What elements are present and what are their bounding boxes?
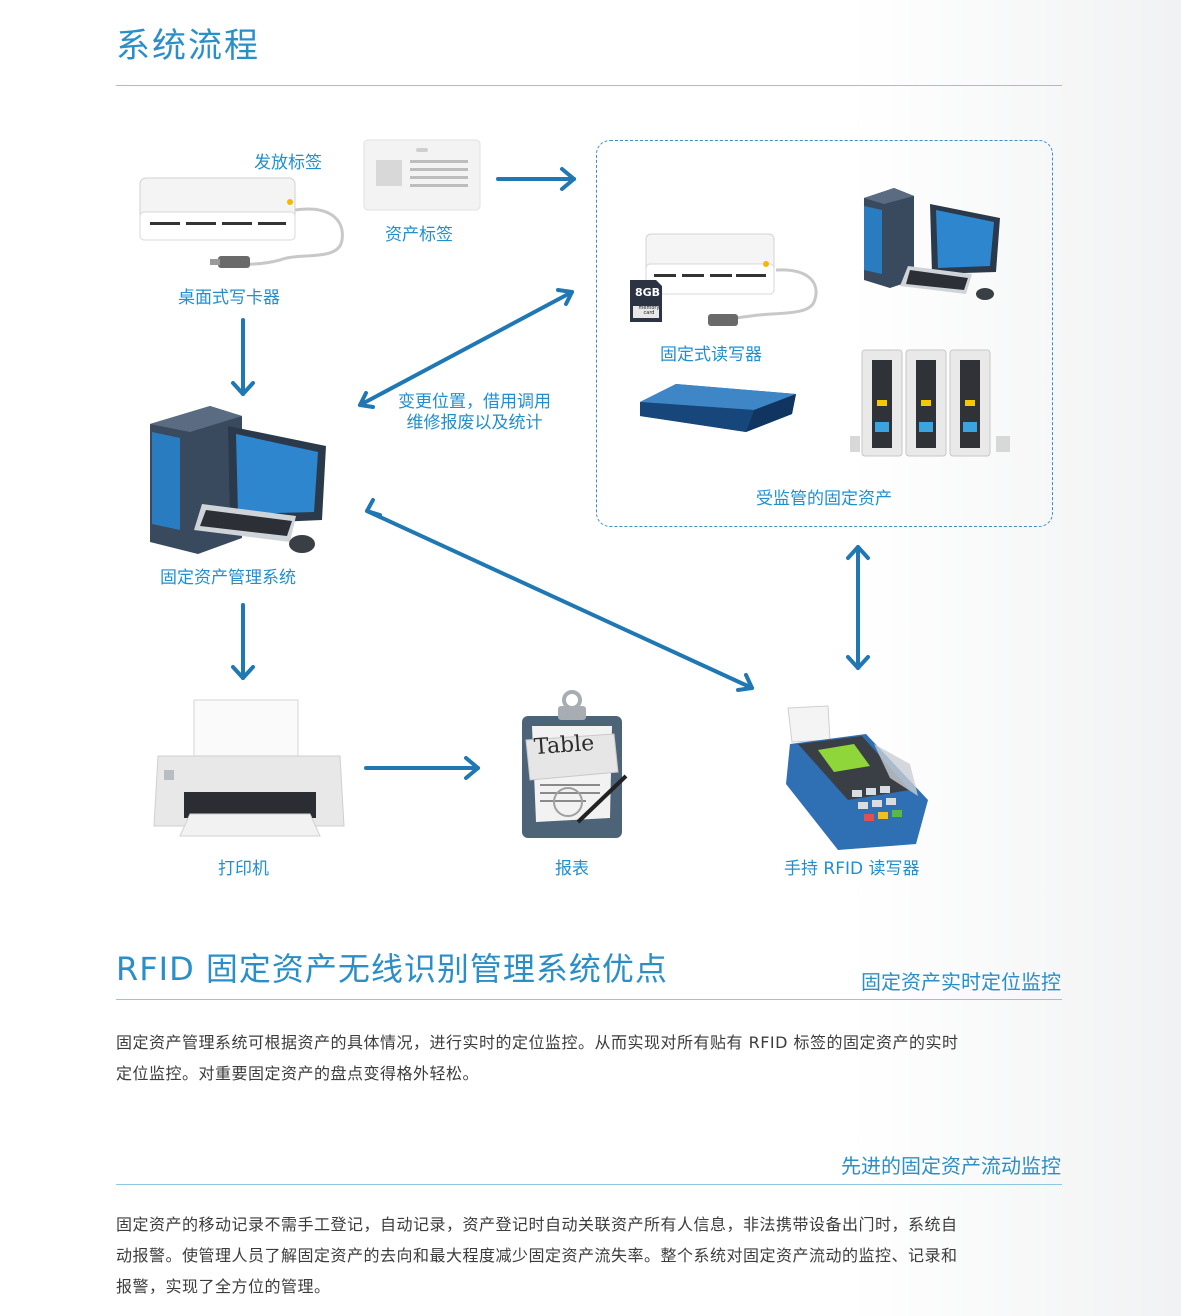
section-heading-realtime: 固定资产实时定位监控 (861, 970, 1061, 994)
arrow-system-to-printer (231, 603, 255, 680)
page-title: 系统流程 (116, 26, 260, 66)
monitored-zone (596, 140, 1053, 527)
label-handheld-reader: 手持 RFID 读写器 (784, 859, 920, 879)
arrow-tag-to-zone (496, 167, 576, 191)
printer-image (153, 699, 345, 837)
label-desktop-writer: 桌面式写卡器 (178, 288, 280, 308)
arrow-system-zone (358, 288, 574, 409)
label-asset-tag: 资产标签 (385, 225, 453, 245)
section-heading-flow: 先进的固定资产流动监控 (841, 1154, 1061, 1178)
label-issue-tag: 发放标签 (254, 153, 322, 173)
servers-image (850, 349, 1010, 457)
network-device-image (640, 384, 796, 432)
desktop-writer-image (139, 177, 344, 268)
system-computer-image (150, 406, 326, 554)
flow-arrows (231, 167, 870, 780)
title-divider (116, 85, 1062, 86)
section-divider-1 (116, 999, 1062, 1000)
arrow-printer-to-report (364, 756, 480, 780)
arrow-system-handheld (365, 498, 754, 692)
report-table-text: Table (533, 730, 596, 761)
label-monitored-assets: 受监管的固定资产 (756, 489, 892, 509)
sd-card-size: 8GB (635, 286, 661, 299)
advantages-title: RFID 固定资产无线识别管理系统优点 (116, 950, 668, 988)
label-change-operations: 变更位置，借用调用维修报废以及统计 (398, 392, 551, 433)
handheld-reader-image (786, 705, 928, 850)
fixed-reader-image (630, 233, 818, 326)
section-body-realtime: 固定资产管理系统可根据资产的具体情况，进行实时的定位监控。从而实现对所有贴有 R… (116, 1033, 959, 1083)
section-divider-2 (116, 1184, 1062, 1185)
arrow-writer-to-system (231, 318, 255, 396)
label-printer: 打印机 (218, 859, 269, 879)
zone-computer-image (864, 188, 1000, 300)
report-image (522, 690, 628, 838)
label-system: 固定资产管理系统 (160, 568, 296, 588)
asset-tag-image (363, 139, 481, 211)
label-fixed-reader: 固定式读写器 (660, 345, 762, 365)
section-body-flow: 固定资产的移动记录不需手工登记，自动记录，资产登记时自动关联资产所有人信息，非法… (116, 1215, 958, 1296)
arrow-zone-handheld (846, 545, 870, 670)
label-report: 报表 (555, 859, 589, 879)
